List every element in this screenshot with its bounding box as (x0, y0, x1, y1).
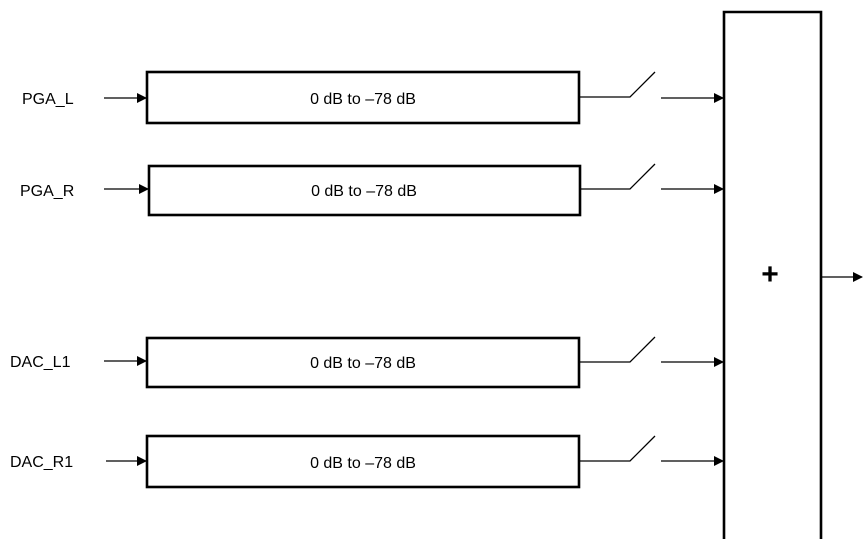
mixer-block (722, 10, 823, 539)
plus-symbol: + (761, 258, 779, 291)
switch (580, 71, 656, 98)
channel-pga-l: PGA_L 0 dB to –78 dB (22, 70, 724, 125)
gain-label: 0 dB to –78 dB (310, 355, 416, 372)
summing-mixer: + (722, 10, 863, 539)
gain-block (145, 336, 581, 389)
gain-label: 0 dB to –78 dB (310, 455, 416, 472)
channel-dac-r1: DAC_R1 0 dB to –78 dB (10, 434, 724, 489)
gain-label: 0 dB to –78 dB (311, 183, 417, 200)
input-label: PGA_R (20, 183, 74, 200)
gain-label: 0 dB to –78 dB (310, 91, 416, 108)
gain-block (145, 70, 581, 125)
input-label: PGA_L (22, 91, 74, 108)
switch (580, 336, 656, 363)
channel-dac-l1: DAC_L1 0 dB to –78 dB (10, 336, 724, 389)
switch (581, 163, 656, 190)
gain-block (145, 434, 581, 489)
switch (580, 435, 656, 462)
channel-pga-r: PGA_R 0 dB to –78 dB (20, 163, 724, 217)
input-label: DAC_L1 (10, 354, 71, 371)
input-label: DAC_R1 (10, 454, 73, 471)
gain-block (147, 164, 582, 217)
